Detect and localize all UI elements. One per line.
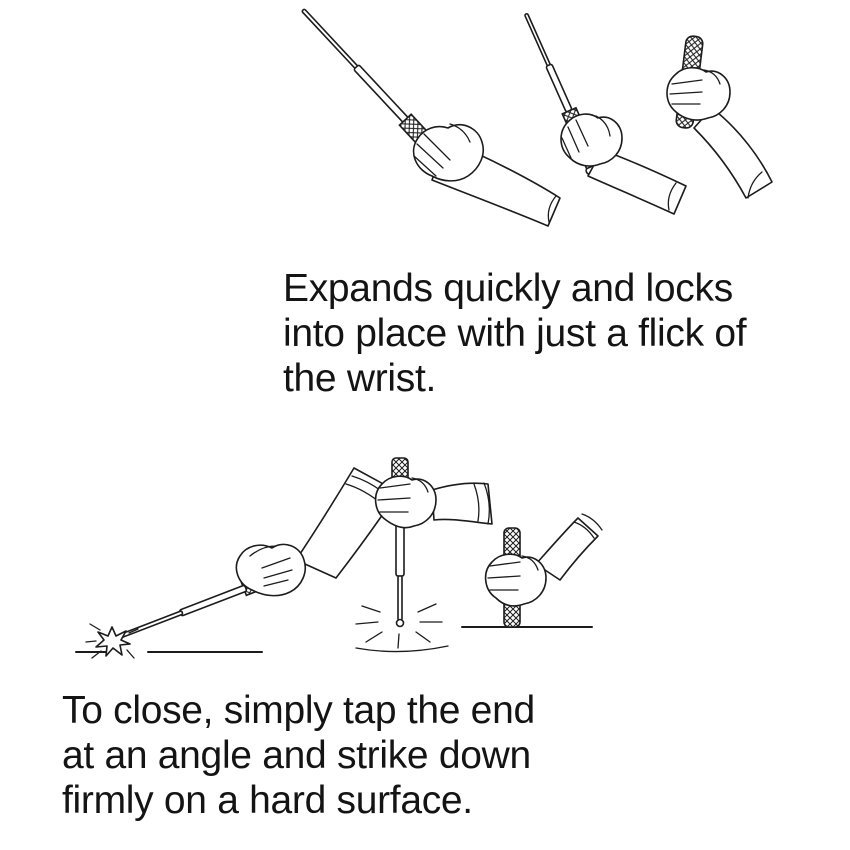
expand-illustration	[301, 8, 773, 227]
baton-mid-extension-flick-icon	[524, 12, 687, 215]
expand-caption-line-1: Expands quickly and locks	[283, 267, 733, 310]
expand-caption: Expands quickly and locks into place wit…	[283, 266, 747, 401]
hand	[666, 66, 731, 121]
hand	[560, 113, 623, 167]
impact-marks	[355, 603, 443, 649]
hand	[374, 475, 437, 529]
baton-fully-extended-flick-icon	[301, 8, 561, 227]
close-illustration	[75, 457, 603, 659]
hand	[235, 543, 306, 597]
baton-angled-tap-icon	[75, 467, 399, 659]
close-caption-line-3: firmly on a hard surface.	[62, 779, 473, 822]
baton-closed-on-surface-icon	[461, 513, 603, 628]
close-caption-line-1: To close, simply tap the end	[62, 689, 535, 732]
close-caption: To close, simply tap the end at an angle…	[62, 688, 535, 823]
hand	[412, 124, 484, 182]
forearm	[693, 107, 773, 199]
impact-burst	[95, 626, 131, 657]
hand	[484, 553, 547, 607]
baton-vertical-strike-icon	[355, 457, 493, 653]
forearm	[431, 482, 493, 525]
expand-caption-line-3: the wrist.	[283, 357, 437, 400]
forearm	[535, 517, 599, 581]
ground-curve	[355, 645, 449, 653]
forearm	[587, 149, 687, 215]
close-caption-line-2: at an angle and strike down	[62, 734, 531, 777]
baton-closed-in-hand-icon	[666, 35, 773, 199]
expand-caption-line-2: into place with just a flick of	[283, 312, 747, 355]
